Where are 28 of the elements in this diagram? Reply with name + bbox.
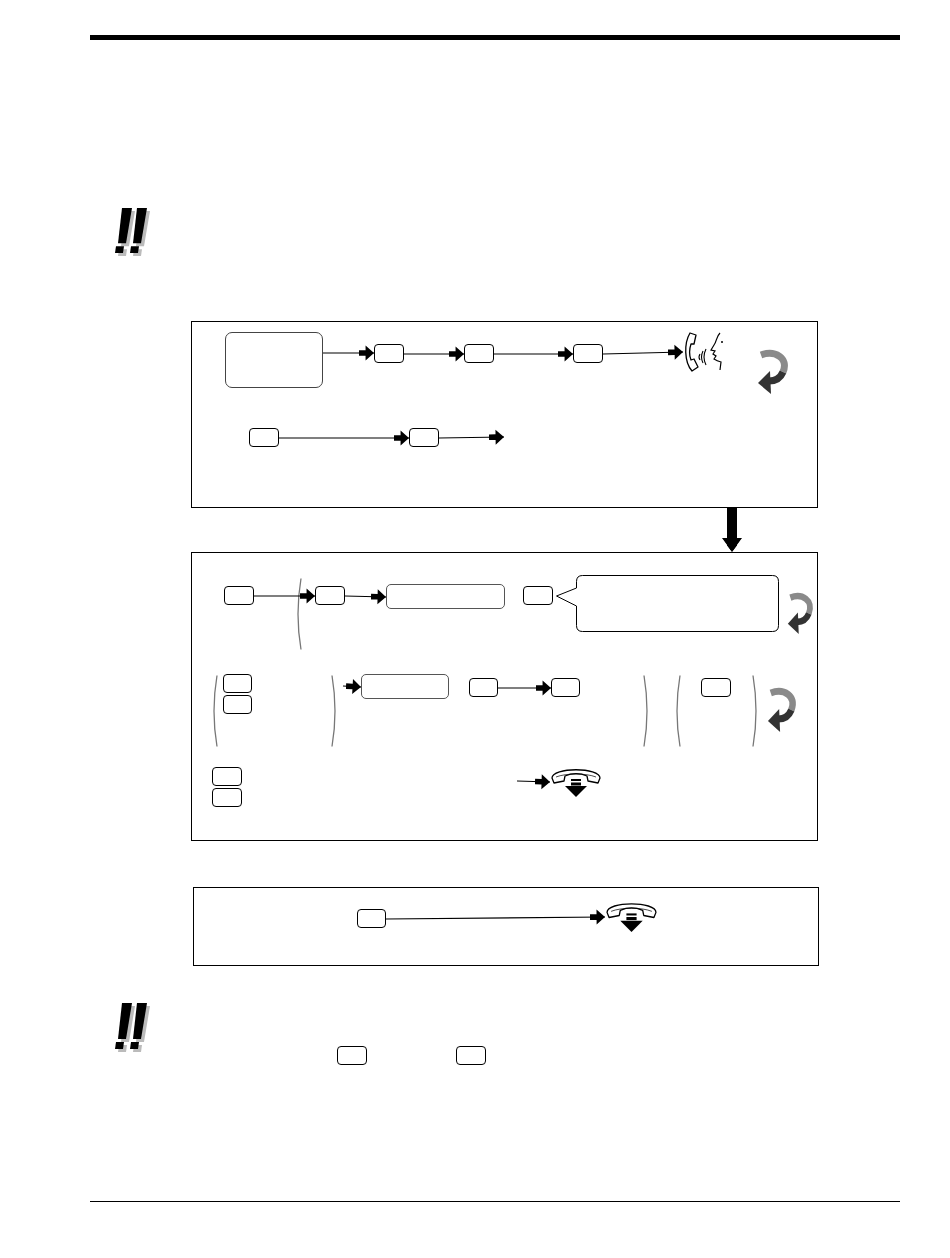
key-icon — [224, 586, 254, 605]
key-icon — [573, 344, 603, 363]
key-icon — [701, 678, 731, 697]
input-field — [361, 674, 449, 699]
handset-hang-up-icon — [605, 900, 658, 933]
key-icon — [212, 788, 242, 807]
key-icon — [249, 428, 279, 447]
arrow — [722, 508, 742, 552]
handset-hang-up-icon — [550, 766, 602, 798]
step-panel — [191, 552, 818, 841]
key-icon — [357, 909, 386, 928]
key-icon — [212, 767, 242, 786]
key-icon — [223, 695, 252, 714]
key-icon — [315, 586, 345, 605]
key-icon — [456, 1046, 486, 1065]
key-icon — [337, 1046, 367, 1065]
speech-bubble — [556, 575, 779, 632]
key-icon — [469, 678, 498, 697]
step-panel — [191, 321, 818, 508]
key-icon — [464, 344, 494, 363]
key-icon — [374, 344, 404, 363]
key-icon — [523, 586, 553, 605]
key-icon — [223, 674, 252, 693]
rounded-box — [225, 332, 323, 388]
step-panel — [193, 887, 819, 966]
input-field — [386, 584, 505, 609]
key-icon — [409, 428, 439, 447]
key-icon — [551, 678, 580, 697]
